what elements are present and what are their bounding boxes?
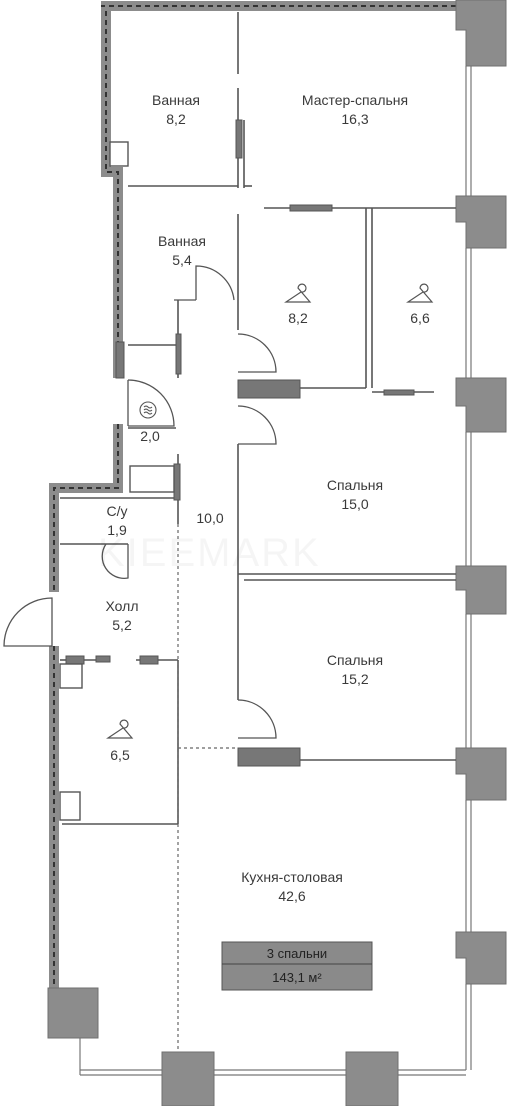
doors <box>3 265 277 739</box>
room-name-bed1: Спальня <box>327 477 383 493</box>
room-area-bath1: 8,2 <box>166 111 186 127</box>
room-name-master: Мастер-спальня <box>302 92 408 108</box>
room-area-closet2: 6,6 <box>410 310 430 326</box>
room-name-wc: С/у <box>107 503 128 519</box>
room-area-bath2: 5,4 <box>172 252 192 268</box>
hanger-icon <box>406 283 434 303</box>
room-area-laundry: 2,0 <box>140 428 160 444</box>
interior-walls <box>60 12 456 825</box>
hanger-icon <box>106 719 134 739</box>
exterior-wall-left <box>49 1 456 988</box>
room-name-hall: Холл <box>106 598 139 614</box>
structural-columns <box>47 0 507 1106</box>
bedrooms-count: 3 спальни <box>267 946 327 961</box>
watermark: KIEEMARK <box>98 531 321 575</box>
facade-windows <box>79 66 472 1076</box>
partition-blocks <box>65 119 415 767</box>
summary-badge: 3 спальни 143,1 м² <box>221 941 373 991</box>
hanger-icon <box>284 283 312 303</box>
badge-bottom <box>221 963 373 991</box>
room-area-master: 16,3 <box>341 111 368 127</box>
room-name-bath1: Ванная <box>152 92 200 108</box>
room-area-bed2: 15,2 <box>341 671 368 687</box>
zone-lines <box>177 524 238 1052</box>
room-name-bed2: Спальня <box>327 652 383 668</box>
room-area-bed1: 15,0 <box>341 496 368 512</box>
room-area-kitchen: 42,6 <box>278 888 305 904</box>
room-area-closet1: 8,2 <box>288 310 308 326</box>
room-name-bath2: Ванная <box>158 233 206 249</box>
washing-machine-icon <box>139 401 157 419</box>
utility-shafts <box>59 141 175 821</box>
room-area-wc: 1,9 <box>107 522 127 538</box>
total-area: 143,1 м² <box>272 970 322 985</box>
room-area-hall: 5,2 <box>112 617 132 633</box>
room-area-closet3: 6,5 <box>110 747 130 763</box>
room-name-kitchen: Кухня-столовая <box>241 869 343 885</box>
room-area-corridor: 10,0 <box>196 510 223 526</box>
